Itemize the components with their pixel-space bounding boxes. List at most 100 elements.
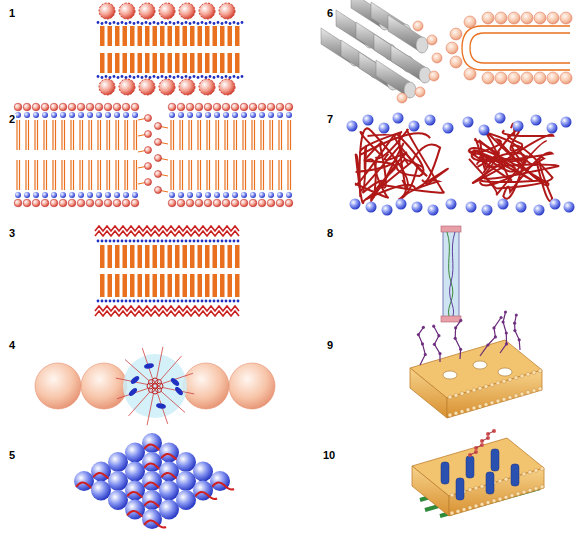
panel-7 — [347, 113, 575, 216]
head-dot — [105, 21, 108, 24]
lipid-head — [534, 487, 538, 491]
head-dot — [217, 240, 220, 243]
head-ball — [495, 113, 506, 124]
lipid-bar — [160, 245, 165, 268]
lipid-head — [446, 42, 458, 54]
head-dot — [109, 300, 112, 303]
lipid-head — [514, 376, 518, 380]
head-group — [286, 112, 292, 118]
membrane-front — [447, 370, 542, 418]
head-dot — [165, 240, 168, 243]
panel-2 — [14, 103, 293, 207]
head-dot — [225, 75, 228, 78]
lipid-sphere — [35, 363, 81, 409]
head-group — [169, 192, 175, 198]
callout-number: 8 — [326, 228, 334, 239]
head-group — [286, 192, 292, 198]
lipid-tail — [242, 120, 243, 150]
protein-sphere — [219, 79, 235, 95]
lipid-bar — [153, 26, 158, 46]
head-dot — [133, 300, 136, 303]
lipid-tail — [269, 160, 270, 190]
head-group — [86, 199, 94, 207]
lipid-tail — [91, 120, 92, 150]
lipid-tail — [70, 160, 71, 190]
glycan-chain — [418, 327, 425, 365]
head-group — [223, 192, 229, 198]
head-group — [132, 192, 138, 198]
head-group — [51, 192, 57, 198]
lipid-bar — [198, 274, 203, 297]
head-group — [168, 199, 176, 207]
head-group — [42, 192, 48, 198]
channel-head — [155, 155, 162, 162]
head-dot — [217, 75, 220, 78]
head-group — [68, 103, 76, 111]
lipid-bar — [115, 53, 120, 73]
lipid-bar — [108, 245, 113, 268]
channel-head — [145, 147, 152, 154]
callout-number: 7 — [326, 114, 334, 125]
head-group — [240, 103, 248, 111]
head-group — [214, 112, 220, 118]
lipid-head — [516, 492, 520, 496]
head-group — [59, 199, 67, 207]
membrane-protein — [491, 449, 499, 471]
lipid-head — [490, 401, 494, 405]
head-dot — [125, 300, 128, 303]
protein-strand — [144, 520, 166, 527]
head-group — [68, 199, 76, 207]
lipid-head — [484, 403, 488, 407]
lipid-bar — [130, 26, 135, 46]
head-dot — [189, 300, 192, 303]
lipid-bar — [115, 26, 120, 46]
lipid-bar — [205, 245, 210, 268]
subunit-sphere — [176, 452, 196, 472]
lipid-tail — [254, 120, 255, 150]
glycan-chain — [476, 445, 482, 448]
lipid-head — [534, 469, 538, 473]
head-group — [41, 199, 49, 207]
lipid-head — [480, 484, 484, 488]
micelle-core — [152, 378, 158, 384]
lipid-tail — [236, 160, 237, 190]
head-dot — [117, 300, 120, 303]
lipid-head — [496, 381, 500, 385]
head-dot — [113, 300, 116, 303]
head-dot — [129, 75, 132, 78]
lipid-bar — [168, 26, 173, 46]
head-group — [105, 112, 111, 118]
protein-strand — [212, 482, 234, 489]
lipid-tail — [182, 160, 183, 190]
lipid-bar — [220, 245, 225, 268]
lipid-bar — [183, 245, 188, 268]
lipid-tail — [115, 160, 116, 190]
lipid-bar — [160, 274, 165, 297]
micelle-halo — [123, 354, 187, 418]
head-ball — [516, 202, 527, 213]
head-group — [114, 192, 120, 198]
head-dot — [217, 21, 220, 24]
head-dot — [97, 240, 100, 243]
head-dot — [229, 240, 232, 243]
callout-number: 2 — [8, 114, 16, 125]
panel-9 — [410, 310, 542, 418]
lipid-tail — [182, 120, 183, 150]
lipid-head — [450, 511, 454, 515]
lipid-bar — [213, 53, 218, 73]
lipid-bar — [235, 274, 240, 297]
lipid-tail — [52, 120, 53, 150]
head-dot — [237, 22, 240, 25]
lipid-head — [462, 508, 466, 512]
lipid-tail — [251, 160, 252, 190]
head-dot — [185, 240, 188, 243]
head-group — [205, 112, 211, 118]
channel-head — [145, 179, 152, 186]
lipid-bar — [205, 53, 210, 73]
lipid-bar — [100, 26, 105, 46]
head-group — [259, 192, 265, 198]
lipid-bar — [228, 53, 233, 73]
lipid-bar — [183, 53, 188, 73]
head-group — [69, 112, 75, 118]
head-dot — [141, 22, 144, 25]
